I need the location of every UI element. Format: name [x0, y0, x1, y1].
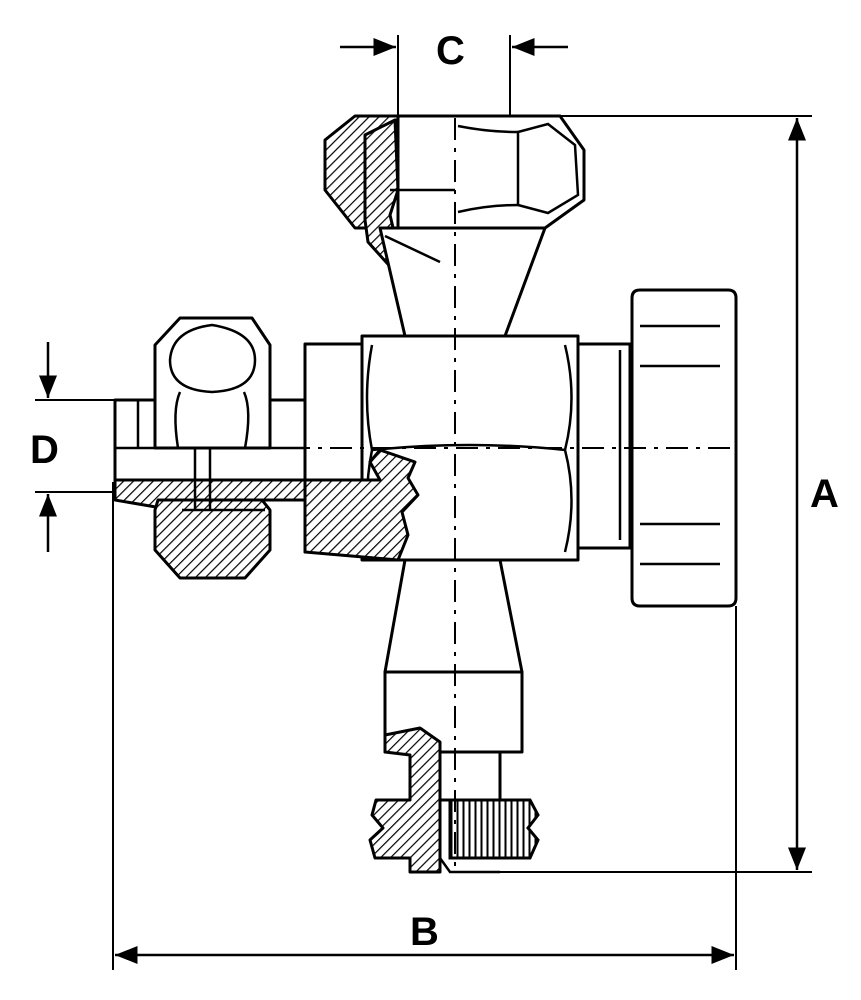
dimension-d-label: D [30, 428, 59, 472]
bottom-cone [383, 558, 524, 674]
dimension-c: C [340, 29, 568, 116]
dimension-d: D [30, 342, 115, 552]
right-spigot [576, 342, 632, 550]
bottom-section [368, 726, 442, 874]
dimension-a: A [500, 115, 839, 873]
body-section [303, 448, 420, 562]
left-upper-nut [153, 316, 272, 450]
left-branch [113, 316, 307, 580]
dimension-c-label: C [436, 29, 465, 73]
top-nut-outline [396, 114, 586, 230]
bottom-stem [438, 750, 502, 802]
bottom-branch [368, 558, 540, 874]
left-lower-nut [153, 498, 272, 580]
dimension-a-label: A [810, 472, 839, 516]
bottom-knurled-cap [448, 798, 540, 860]
dimension-b-label: B [410, 910, 439, 954]
dimension-b: B [112, 482, 737, 970]
